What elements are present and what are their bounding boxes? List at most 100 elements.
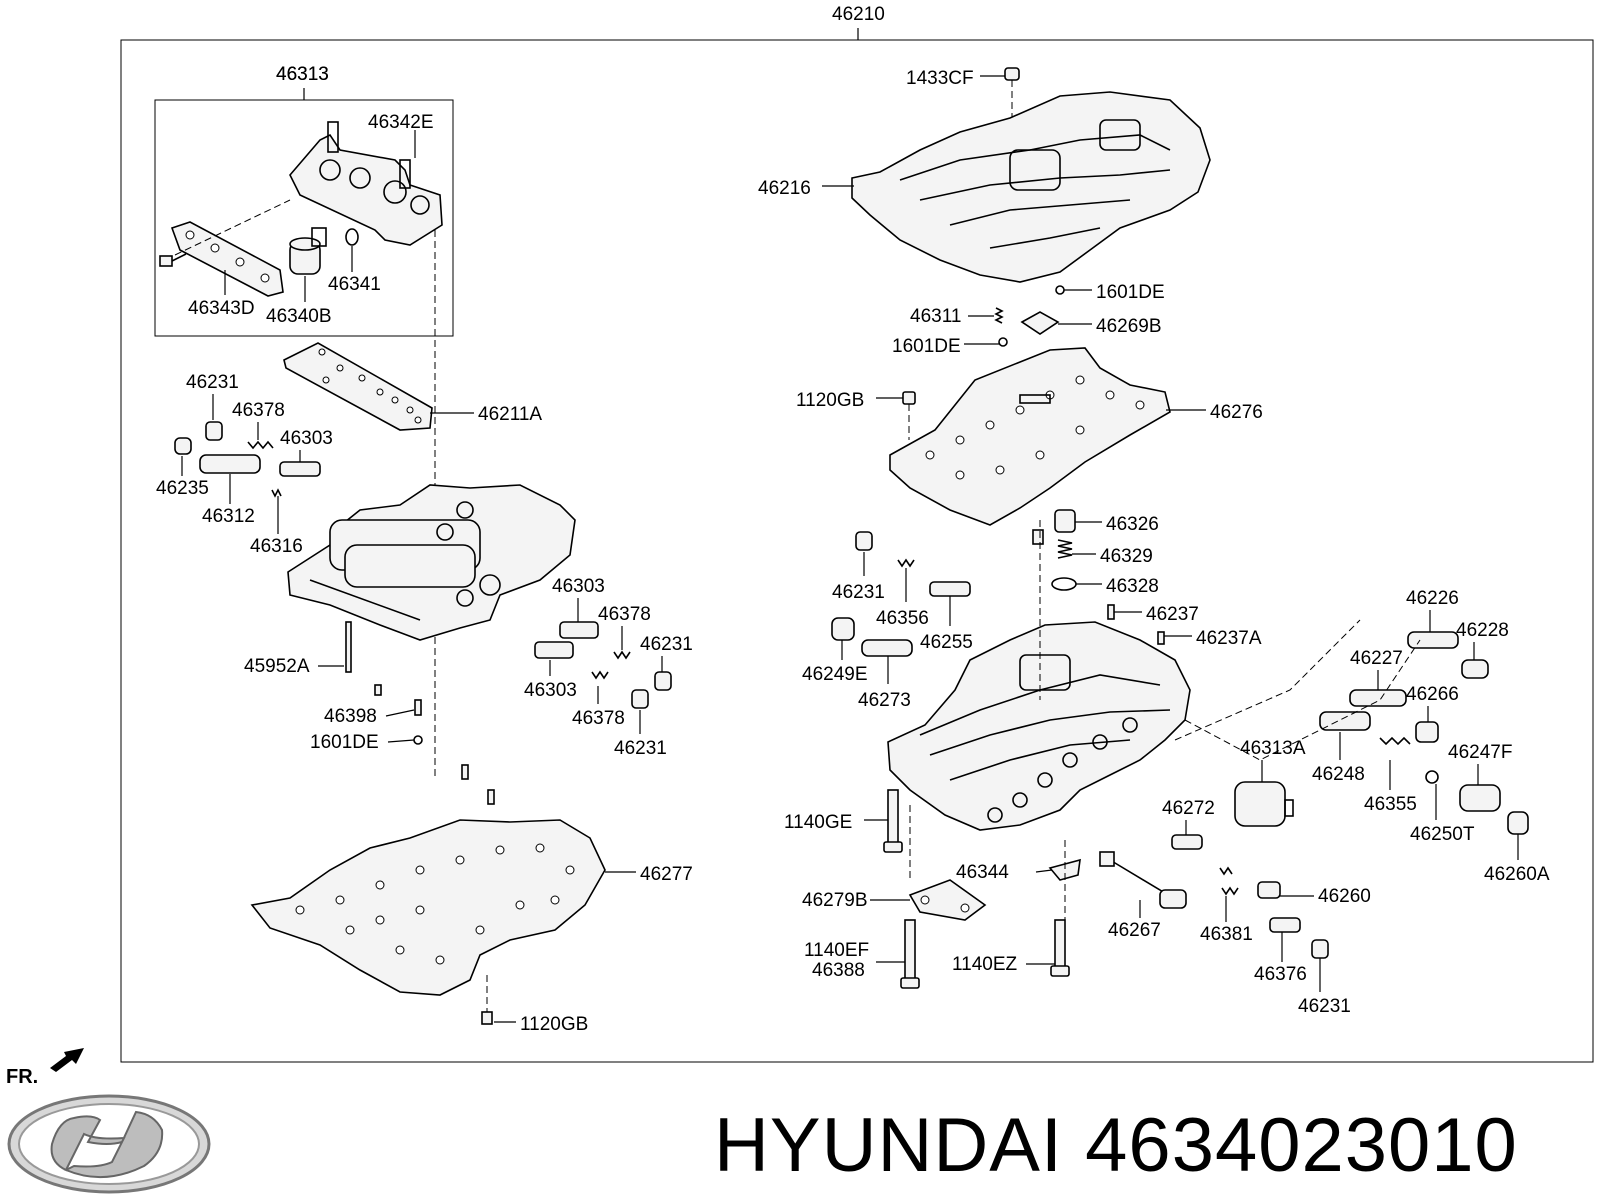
label: 46276 <box>1210 402 1263 423</box>
label: 46313 <box>276 64 329 85</box>
spring-46311 <box>994 307 1004 324</box>
block-46237a <box>1157 631 1165 645</box>
plug-46231 <box>205 421 223 441</box>
separator-plate-right <box>889 347 1171 526</box>
label: 46237A <box>1196 628 1262 649</box>
label: 46216 <box>758 178 811 199</box>
label: 46344 <box>956 862 1009 883</box>
spring-46329 <box>1057 539 1073 559</box>
label: 46235 <box>156 478 209 499</box>
label: 1433CF <box>906 68 974 89</box>
label: 46311 <box>910 306 961 327</box>
label: 46341 <box>328 274 381 295</box>
label: 46398 <box>324 706 377 727</box>
label: 46231 <box>186 372 239 393</box>
valve-46326 <box>1054 509 1076 533</box>
bolt-1140ge <box>883 789 903 853</box>
outer-frame <box>120 39 1594 1063</box>
left-valve-body <box>287 484 576 641</box>
spring-46381 <box>1221 886 1239 896</box>
plug-46260a <box>1507 811 1529 835</box>
solenoid-valve-body <box>289 121 443 246</box>
ball-1601de-b <box>998 337 1008 347</box>
label: 46316 <box>250 536 303 557</box>
label: 46328 <box>1106 576 1159 597</box>
label: 1120GB <box>520 1014 588 1035</box>
plug-46266 <box>1415 721 1439 743</box>
plug-46228 <box>1461 659 1489 679</box>
label: 46303 <box>280 428 333 449</box>
label: 46260A <box>1484 864 1550 885</box>
solenoid-valve <box>289 227 327 275</box>
plug-46231e <box>1311 939 1329 959</box>
spring-46356 <box>897 558 915 568</box>
label: 46231 <box>640 634 693 655</box>
bolt-1140ez <box>1050 919 1070 977</box>
label: 46249E <box>802 664 868 685</box>
valve-46227 <box>1349 689 1407 707</box>
valve-46303 <box>279 461 321 477</box>
pin-46398 <box>414 699 422 716</box>
label: 1601DE <box>1096 282 1165 303</box>
label: 46273 <box>858 690 911 711</box>
bolt-1140ef <box>900 919 920 989</box>
label: 46303 <box>552 576 605 597</box>
o-ring-46328 <box>1051 577 1077 591</box>
valve-46376 <box>1269 917 1301 933</box>
spring-46316 <box>271 488 282 498</box>
bolt-small <box>159 253 187 267</box>
filter-46269b <box>1020 311 1060 335</box>
label: 46277 <box>640 864 693 885</box>
bolt-1120gb-right <box>902 391 916 440</box>
spring-46378 <box>247 440 274 450</box>
label: 46267 <box>1108 920 1161 941</box>
label: 1120GB <box>796 390 864 411</box>
label: 1140GE <box>784 812 852 833</box>
label: 46388 <box>812 960 865 981</box>
sleeve-46247f <box>1459 784 1501 812</box>
assembly-number: 46210 <box>832 4 885 25</box>
spring-46260 <box>1219 866 1233 876</box>
label: 46227 <box>1350 648 1403 669</box>
pin-45952a <box>345 621 352 673</box>
label: 46356 <box>876 608 929 629</box>
label: 46260 <box>1318 886 1371 907</box>
label: 46266 <box>1406 684 1459 705</box>
label: 46231 <box>614 738 667 759</box>
upper-valve-body <box>851 91 1211 283</box>
ball-1601de-a <box>1055 285 1065 295</box>
label: 46340B <box>266 306 332 327</box>
label: 46269B <box>1096 316 1162 337</box>
label: 45952A <box>244 656 310 677</box>
label: 46279B <box>802 890 868 911</box>
solenoid-46313a <box>1234 781 1294 827</box>
label: 46329 <box>1100 546 1153 567</box>
label: 46231 <box>1298 996 1351 1017</box>
ball-1601de <box>413 735 423 745</box>
label: 46226 <box>1406 588 1459 609</box>
main-valve-body <box>887 621 1191 831</box>
manual-valve-46267 <box>1099 851 1187 909</box>
valve-46250t <box>1425 770 1439 784</box>
plug-46249e <box>831 617 855 641</box>
plug-46235 <box>174 437 192 455</box>
label: 46272 <box>1162 798 1215 819</box>
valve-46312 <box>199 454 261 474</box>
brand-part-number: HYUNDAI 4634023010 <box>714 1103 1518 1188</box>
plug-46260 <box>1257 881 1281 899</box>
label: 46378 <box>572 708 625 729</box>
separator-plate-lower <box>250 819 606 996</box>
valve-46226 <box>1407 631 1459 649</box>
label: 1601DE <box>892 336 961 357</box>
label: 46355 <box>1364 794 1417 815</box>
label: 46313A <box>1240 738 1306 759</box>
spring-46355 <box>1379 736 1411 746</box>
label: 1140EF <box>804 940 869 961</box>
bracket-46279b <box>908 879 987 921</box>
spring-46378b <box>613 650 631 660</box>
leader-lines <box>181 75 1519 1023</box>
front-direction-arrow <box>50 1048 84 1072</box>
label: 46378 <box>232 400 285 421</box>
label: 46312 <box>202 506 255 527</box>
